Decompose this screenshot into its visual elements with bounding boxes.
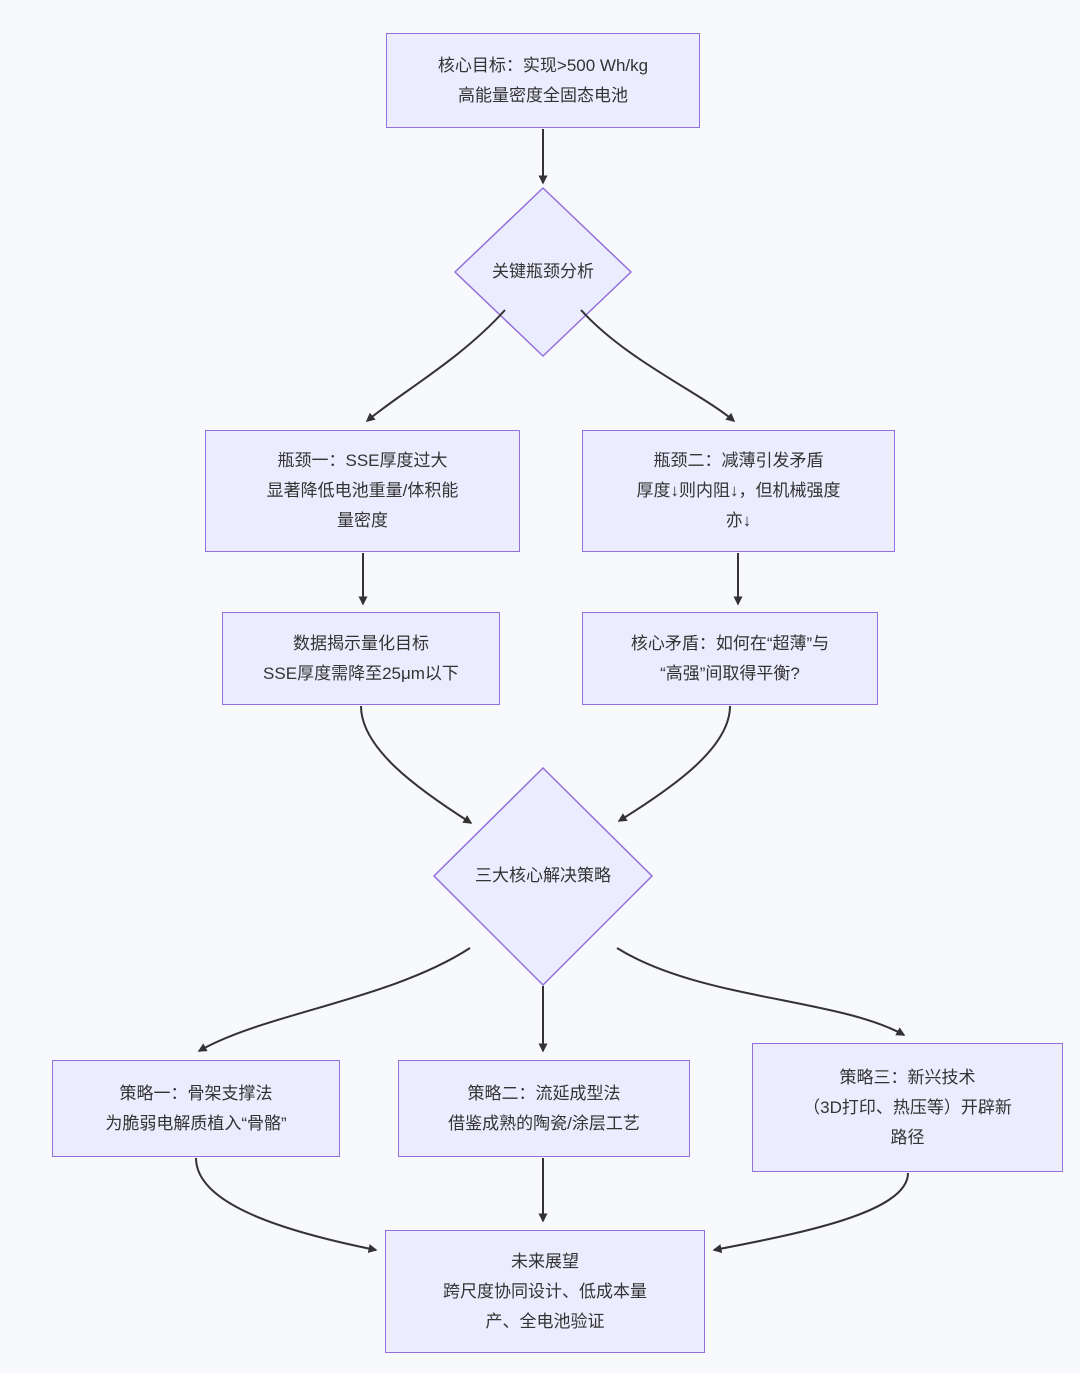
node-strategy3-line: （3D打印、热压等）开辟新 (803, 1097, 1012, 1117)
edge-strategy1-to-future (195, 1157, 378, 1253)
node-bottleneck1: 瓶颈一：SSE厚度过大 显著降低电池重量/体积能 量密度 (205, 430, 520, 552)
node-strategy3-line: 策略三：新兴技术 (839, 1067, 976, 1087)
node-bottleneck1-line: 显著降低电池重量/体积能 (266, 481, 459, 500)
node-decision2-label: 三大核心解决策略 (475, 866, 611, 885)
decision2-diamond-shape (432, 766, 654, 987)
edge-strategy3-to-future (712, 1172, 909, 1254)
node-quant-target-line: SSE厚度需降至25μm以下 (263, 663, 459, 683)
edge-decision1-to-bottleneck2 (580, 309, 736, 422)
edge-quant-to-decision2 (360, 705, 473, 824)
node-core-conflict: 核心矛盾：如何在“超薄”与 “高强”间取得平衡? (582, 612, 878, 705)
node-strategy1-line: 策略一：骨架支撑法 (119, 1083, 273, 1103)
node-goal-line: 核心目标：实现>500 Wh/kg (437, 55, 649, 75)
node-strategy2: 策略二：流延成型法 借鉴成熟的陶瓷/涂层工艺 (398, 1060, 690, 1157)
node-strategy1-line: 为脆弱电解质植入“骨骼” (105, 1113, 287, 1133)
node-bottleneck2: 瓶颈二：减薄引发矛盾 厚度↓则内阻↓，但机械强度 亦↓ (582, 430, 895, 552)
node-core-conflict-line: “高强”间取得平衡? (660, 663, 800, 683)
node-future-line: 未来展望 (511, 1251, 579, 1271)
node-future-line: 产、全电池验证 (485, 1311, 605, 1331)
edge-conflict-to-decision2 (617, 705, 731, 822)
edge-decision2-to-strategy1 (197, 947, 471, 1052)
node-future-line: 跨尺度协同设计、低成本量 (443, 1281, 647, 1301)
node-bottleneck2-line: 亦↓ (725, 511, 752, 530)
edge-decision1-to-bottleneck1 (365, 309, 506, 422)
node-strategy1: 策略一：骨架支撑法 为脆弱电解质植入“骨骼” (52, 1060, 340, 1157)
node-decision1-label: 关键瓶颈分析 (492, 262, 594, 281)
decision1-diamond-shape (453, 186, 633, 358)
node-strategy3-line: 路径 (890, 1127, 925, 1147)
node-strategy2-line: 策略二：流延成型法 (467, 1083, 621, 1103)
node-bottleneck2-line: 瓶颈二：减薄引发矛盾 (653, 451, 824, 470)
node-goal-line: 高能量密度全固态电池 (458, 85, 628, 105)
node-quant-target-line: 数据揭示量化目标 (293, 633, 429, 653)
node-goal: 核心目标：实现>500 Wh/kg 高能量密度全固态电池 (386, 33, 700, 128)
node-strategy3: 策略三：新兴技术 （3D打印、热压等）开辟新 路径 (752, 1043, 1063, 1172)
node-bottleneck2-line: 厚度↓则内阻↓，但机械强度 (636, 481, 841, 500)
node-strategy2-line: 借鉴成熟的陶瓷/涂层工艺 (448, 1113, 640, 1133)
node-future: 未来展望 跨尺度协同设计、低成本量 产、全电池验证 (385, 1230, 705, 1353)
edge-decision2-to-strategy3 (616, 947, 906, 1036)
node-bottleneck1-line: 瓶颈一：SSE厚度过大 (277, 451, 448, 470)
node-bottleneck1-line: 量密度 (337, 511, 388, 530)
node-quant-target: 数据揭示量化目标 SSE厚度需降至25μm以下 (222, 612, 500, 705)
node-core-conflict-line: 核心矛盾：如何在“超薄”与 (630, 633, 830, 653)
